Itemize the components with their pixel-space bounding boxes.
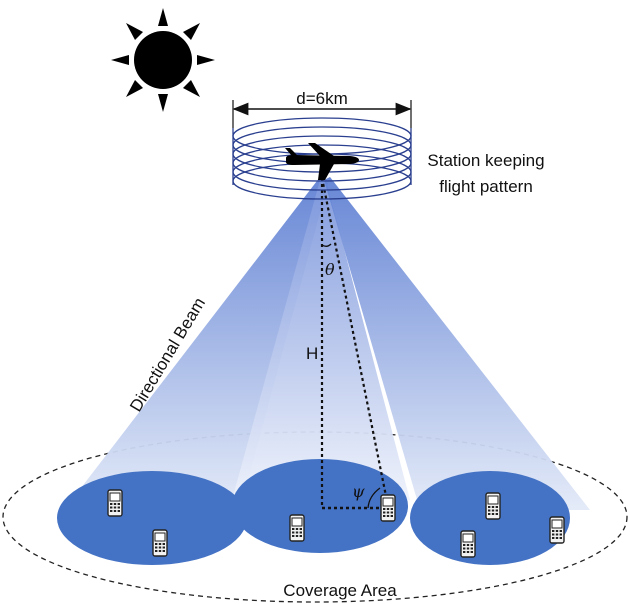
mobile-phone-icon [289,514,305,542]
beam-right [324,177,590,510]
mobile-phone-icon [549,516,565,544]
mobile-phone-icon [107,489,123,517]
sun-icon [111,8,215,112]
theta-arc [321,243,332,247]
height-label: H [306,344,318,363]
coverage-area-outline [2,431,628,603]
slant-line [320,177,390,507]
cell-left [57,471,247,565]
mobile-phone-icon [380,494,396,522]
mobile-phone-icon [152,529,168,557]
flight-pattern-label-line1: Station keeping [427,151,544,170]
theta-label: θ [325,260,335,279]
flight-pattern-label-line2: flight pattern [439,177,533,196]
mobile-phone-icon [460,530,476,558]
airplane-icon [285,143,359,180]
cell-center [232,459,408,553]
psi-arc [367,487,381,509]
diameter-label: d=6km [296,89,348,108]
psi-label: ψ [352,482,365,501]
coverage-area-label: Coverage Area [283,581,397,600]
mobile-phone-icon [485,492,501,520]
